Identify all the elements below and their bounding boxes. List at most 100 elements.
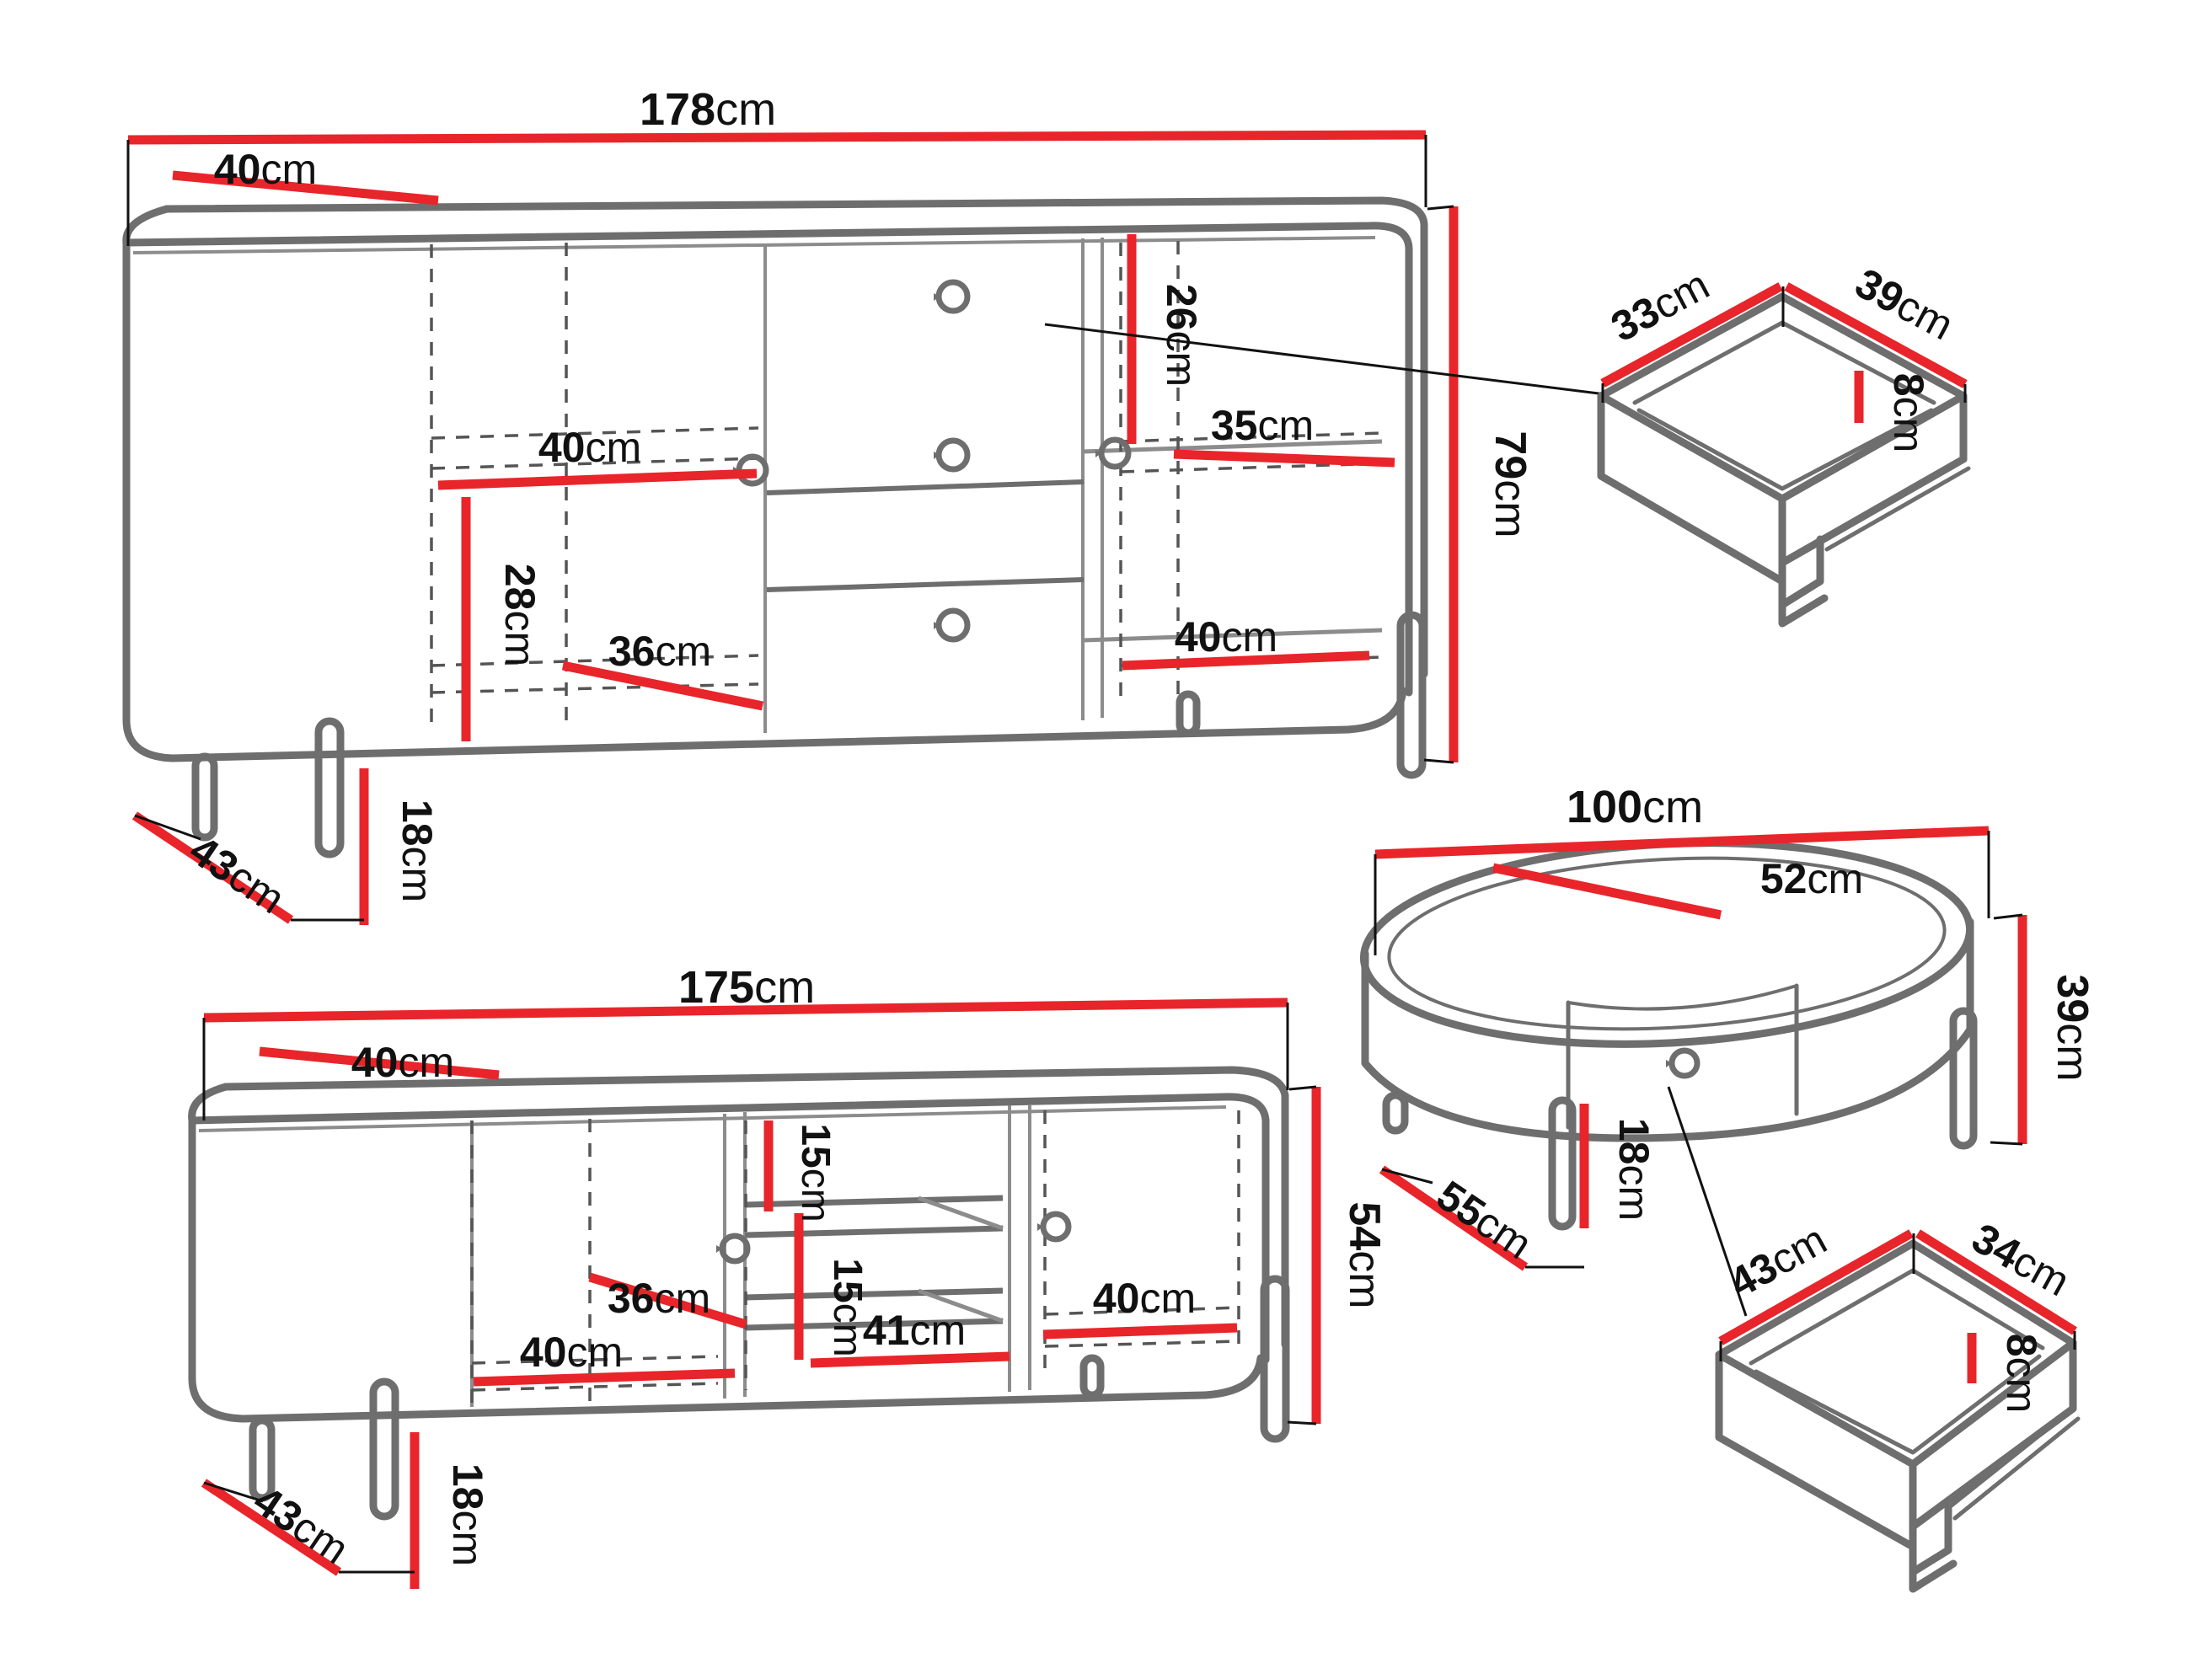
sideboard-legs bbox=[191, 611, 1427, 858]
label-sideboard-shelf-height: 28cm bbox=[496, 564, 544, 666]
dim-number: 28 bbox=[496, 564, 544, 611]
dim-number: 40 bbox=[214, 146, 261, 193]
label-coffee-height: 39cm bbox=[2048, 974, 2097, 1081]
dim-number: 79 bbox=[1486, 431, 1534, 479]
label-sideboard-shelf-width: 40cm bbox=[538, 424, 641, 471]
svg-text:35cm: 35cm bbox=[1211, 402, 1314, 449]
dim-unit: cm bbox=[585, 424, 641, 471]
dim-number: 18 bbox=[444, 1463, 491, 1511]
svg-text:54cm: 54cm bbox=[1340, 1201, 1389, 1308]
drawer-top-extension-lines bbox=[1601, 286, 1967, 403]
dim-number: 52 bbox=[1760, 855, 1808, 902]
svg-text:39cm: 39cm bbox=[2048, 974, 2097, 1081]
dim-number: 15 bbox=[825, 1258, 870, 1302]
dim-unit: cm bbox=[496, 610, 544, 666]
dim-number: 100 bbox=[1567, 782, 1642, 832]
tv-unit-drawing bbox=[188, 997, 1321, 1589]
dim-unit: cm bbox=[654, 1275, 710, 1322]
coffee-table-body bbox=[1359, 839, 1974, 1142]
dim-unit: cm bbox=[566, 1329, 623, 1376]
sideboard-drawing bbox=[122, 130, 1606, 925]
dim-unit: cm bbox=[1885, 397, 1932, 453]
svg-text:15cm: 15cm bbox=[793, 1123, 838, 1222]
dim-number: 40 bbox=[1175, 613, 1222, 661]
dim-unit: cm bbox=[260, 146, 317, 193]
dim-unit: cm bbox=[655, 628, 711, 675]
svg-text:40cm: 40cm bbox=[1175, 613, 1277, 661]
svg-text:15cm: 15cm bbox=[825, 1258, 870, 1356]
dim-number: 178 bbox=[640, 84, 715, 135]
label-sideboard-drawer-height: 26cm bbox=[1158, 284, 1205, 387]
label-sideboard-leg-height: 18cm bbox=[394, 800, 441, 902]
svg-text:52cm: 52cm bbox=[1760, 855, 1863, 902]
drawer-top-dimension-lines bbox=[1600, 282, 1968, 423]
dim-unit: cm bbox=[1139, 1275, 1196, 1322]
label-sideboard-depth-top: 40cm bbox=[214, 146, 317, 193]
dim-unit: cm bbox=[1257, 402, 1314, 449]
leader-line-drawer bbox=[1667, 1086, 1748, 1317]
sideboard-hidden-lines-left bbox=[430, 243, 759, 733]
dim-unit: cm bbox=[1998, 1357, 2045, 1414]
dim-number: 15 bbox=[793, 1123, 838, 1168]
coffee-table-drawer-detail-drawing bbox=[1715, 1229, 2081, 1593]
drawer-box-top bbox=[1597, 292, 1971, 628]
sideboard-drawer-detail-drawing bbox=[1597, 282, 1971, 628]
tv-unit-dimension-lines bbox=[201, 997, 1321, 1589]
drawer-box-bottom bbox=[1715, 1239, 2081, 1593]
coffee-table-dimension-lines bbox=[1374, 826, 2027, 1271]
svg-text:79cm: 79cm bbox=[1486, 431, 1534, 538]
label-tv-leg-height: 18cm bbox=[444, 1463, 491, 1566]
sideboard-body bbox=[122, 196, 1428, 762]
label-tv-right-door-width: 40cm bbox=[1093, 1275, 1196, 1322]
svg-text:40cm: 40cm bbox=[538, 424, 641, 471]
dim-unit: cm bbox=[793, 1169, 838, 1222]
dim-number: 40 bbox=[538, 424, 586, 471]
coffee-table-drawing bbox=[1359, 826, 2027, 1317]
leader-line-drawer bbox=[1044, 323, 1606, 396]
dim-number: 26 bbox=[1158, 284, 1205, 331]
label-sideboard-right-width: 40cm bbox=[1175, 613, 1277, 661]
dim-number: 40 bbox=[351, 1039, 399, 1086]
label-tv-width: 175cm bbox=[678, 962, 815, 1013]
dim-unit: cm bbox=[825, 1303, 870, 1357]
label-botdrawer-height: 8cm bbox=[1998, 1334, 2045, 1413]
dim-unit: cm bbox=[394, 846, 441, 902]
label-tv-mid-shelf-lower: 15cm bbox=[825, 1258, 870, 1356]
coffee-table-legs bbox=[1382, 1007, 1978, 1231]
drawer-bottom-dimension-lines bbox=[1718, 1229, 2077, 1383]
svg-text:40cm: 40cm bbox=[351, 1039, 454, 1086]
dim-unit: cm bbox=[1642, 782, 1703, 832]
tv-unit-legs bbox=[249, 1275, 1290, 1521]
svg-text:175cm: 175cm bbox=[678, 962, 815, 1013]
svg-text:100cm: 100cm bbox=[1567, 782, 1703, 832]
label-sideboard-shelf-depth: 36cm bbox=[608, 628, 711, 675]
svg-text:8cm: 8cm bbox=[1998, 1334, 2045, 1413]
dim-number: 41 bbox=[863, 1307, 910, 1354]
tv-unit-handles bbox=[716, 1211, 1072, 1265]
label-tv-mid-shelf-upper: 15cm bbox=[793, 1123, 838, 1222]
dim-unit: cm bbox=[754, 962, 815, 1013]
label-sideboard-drawer-width: 35cm bbox=[1211, 402, 1314, 449]
svg-text:18cm: 18cm bbox=[394, 800, 441, 902]
dim-unit: cm bbox=[398, 1039, 454, 1086]
svg-text:40cm: 40cm bbox=[214, 146, 317, 193]
tv-unit-extension-lines bbox=[202, 1003, 1317, 1574]
coffee-table-handle bbox=[1666, 1047, 1701, 1079]
svg-text:18cm: 18cm bbox=[1610, 1118, 1658, 1221]
dim-unit: cm bbox=[2048, 1023, 2097, 1081]
dim-number: 175 bbox=[678, 962, 754, 1013]
label-tv-left-shelf-depth: 36cm bbox=[608, 1275, 710, 1322]
label-sideboard-width: 178cm bbox=[640, 84, 776, 135]
dim-number: 8 bbox=[1885, 373, 1932, 397]
drawer-bottom-extension-lines bbox=[1719, 1233, 2076, 1361]
svg-text:8cm: 8cm bbox=[1885, 373, 1932, 452]
dim-unit: cm bbox=[1158, 330, 1205, 387]
dim-unit: cm bbox=[444, 1510, 491, 1566]
dim-number: 8 bbox=[1998, 1334, 2045, 1357]
svg-text:40cm: 40cm bbox=[1093, 1275, 1196, 1322]
label-tv-height: 54cm bbox=[1340, 1201, 1389, 1308]
svg-text:40cm: 40cm bbox=[520, 1329, 623, 1376]
sideboard-extension-lines bbox=[126, 135, 1606, 922]
